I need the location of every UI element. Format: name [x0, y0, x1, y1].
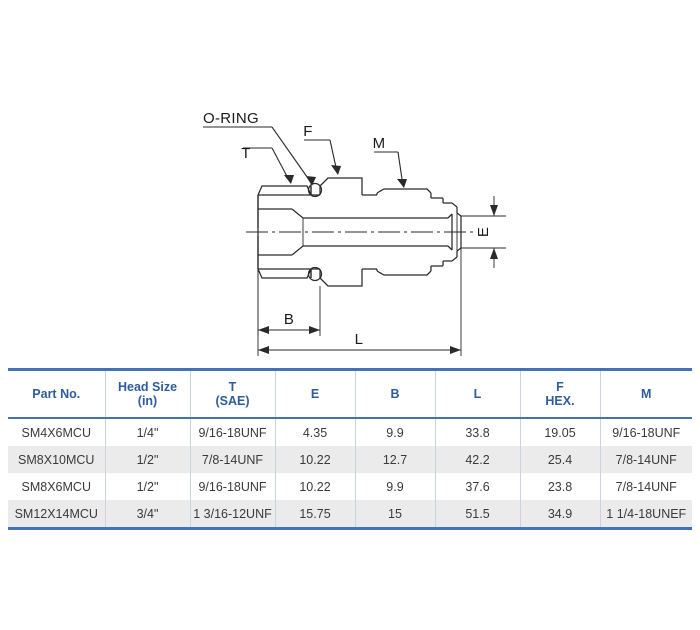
cell-l: 37.6	[434, 473, 521, 500]
cell-f-hex: 19.05	[519, 418, 601, 446]
dimension-e-arrowheads	[490, 205, 498, 259]
column-header-f-hex-line1: F	[556, 380, 564, 394]
cell-part-no: SM12X14MCU	[8, 500, 106, 530]
cell-head-size: 3/4"	[104, 500, 191, 530]
body-outline-lower	[257, 236, 462, 287]
table-row: SM12X14MCU 3/4" 1 3/16-12UNF 15.75 15 51…	[8, 500, 692, 530]
label-t: T	[241, 145, 250, 162]
o-ring-seals	[307, 182, 323, 282]
cell-t-sae: 9/16-18UNF	[189, 473, 276, 500]
cell-l: 42.2	[434, 446, 521, 473]
column-header-b: B	[354, 368, 436, 419]
column-header-m: M	[599, 368, 692, 419]
column-header-part-no: Part No.	[8, 368, 106, 419]
table-header: Part No. Head Size (in) T (SAE) E B	[8, 368, 692, 419]
column-header-head-size-line2: (in)	[137, 394, 158, 408]
column-header-m-line1: M	[641, 387, 652, 401]
cell-l: 51.5	[434, 500, 521, 530]
cell-t-sae: 7/8-14UNF	[189, 446, 276, 473]
cell-b: 9.9	[354, 473, 436, 500]
column-header-l: L	[434, 368, 521, 419]
cell-m: 7/8-14UNF	[599, 446, 692, 473]
body-outline-upper	[257, 177, 462, 228]
label-f: F	[303, 123, 312, 140]
cell-part-no: SM4X6MCU	[8, 418, 106, 446]
cell-part-no: SM8X6MCU	[8, 473, 106, 500]
cell-t-sae: 9/16-18UNF	[189, 418, 276, 446]
table-row: SM4X6MCU 1/4" 9/16-18UNF 4.35 9.9 33.8 1…	[8, 418, 692, 446]
column-header-t-line2: (SAE)	[215, 394, 250, 408]
column-header-e-line1: E	[310, 387, 320, 401]
leader-arrowheads	[284, 165, 407, 188]
dimension-l	[257, 248, 462, 356]
cell-m: 9/16-18UNF	[599, 418, 692, 446]
cell-part-no: SM8X10MCU	[8, 446, 106, 473]
cell-f-hex: 25.4	[519, 446, 601, 473]
cell-e: 4.35	[274, 418, 356, 446]
column-header-l-line1: L	[473, 387, 482, 401]
cell-t-sae: 1 3/16-12UNF	[189, 500, 276, 530]
dimension-l-arrowheads	[258, 346, 461, 354]
cell-b: 15	[354, 500, 436, 530]
cell-f-hex: 23.8	[519, 473, 601, 500]
dimension-b-arrowheads	[258, 326, 320, 334]
column-header-head-size: Head Size (in)	[104, 368, 191, 419]
cell-l: 33.8	[434, 418, 521, 446]
internal-bore	[258, 208, 453, 256]
label-b: B	[284, 311, 294, 328]
t-arrowhead	[284, 175, 294, 184]
cell-head-size: 1/2"	[104, 446, 191, 473]
fitting-cross-section-drawing: O-RING T F M E B L	[203, 110, 506, 356]
spec-table: Part No. Head Size (in) T (SAE) E B	[8, 368, 692, 530]
table-row: SM8X6MCU 1/2" 9/16-18UNF 10.22 9.9 37.6 …	[8, 473, 692, 500]
technical-drawing: O-RING T F M E B L	[203, 110, 506, 356]
column-header-f-hex-line2: HEX.	[545, 394, 575, 408]
column-header-f-hex: F HEX.	[519, 368, 601, 419]
column-header-part-no-line1: Part No.	[32, 387, 81, 401]
f-arrowhead	[331, 165, 341, 175]
table-body: SM4X6MCU 1/4" 9/16-18UNF 4.35 9.9 33.8 1…	[8, 418, 692, 530]
table-row: SM8X10MCU 1/2" 7/8-14UNF 10.22 12.7 42.2…	[8, 446, 692, 473]
cell-e: 10.22	[274, 473, 356, 500]
cell-e: 15.75	[274, 500, 356, 530]
cell-b: 9.9	[354, 418, 436, 446]
cell-m: 7/8-14UNF	[599, 473, 692, 500]
label-e: E	[475, 227, 492, 237]
column-header-b-line1: B	[390, 387, 400, 401]
oring-leader	[271, 126, 313, 185]
spec-table-container: Part No. Head Size (in) T (SAE) E B	[8, 368, 692, 530]
label-oring: O-RING	[203, 110, 259, 127]
cell-head-size: 1/2"	[104, 473, 191, 500]
cell-b: 12.7	[354, 446, 436, 473]
table-header-row: Part No. Head Size (in) T (SAE) E B	[8, 368, 692, 419]
cell-head-size: 1/4"	[104, 418, 191, 446]
oring-arrowhead	[306, 176, 316, 186]
column-header-e: E	[274, 368, 356, 419]
column-header-t-line1: T	[228, 380, 237, 394]
cell-f-hex: 34.9	[519, 500, 601, 530]
label-l: L	[355, 331, 364, 348]
label-m: M	[373, 135, 386, 152]
cell-e: 10.22	[274, 446, 356, 473]
m-arrowhead	[397, 179, 407, 188]
column-header-head-size-line1: Head Size	[117, 380, 178, 394]
cell-m: 1 1/4-18UNEF	[599, 500, 692, 530]
column-header-t: T (SAE)	[189, 368, 276, 419]
